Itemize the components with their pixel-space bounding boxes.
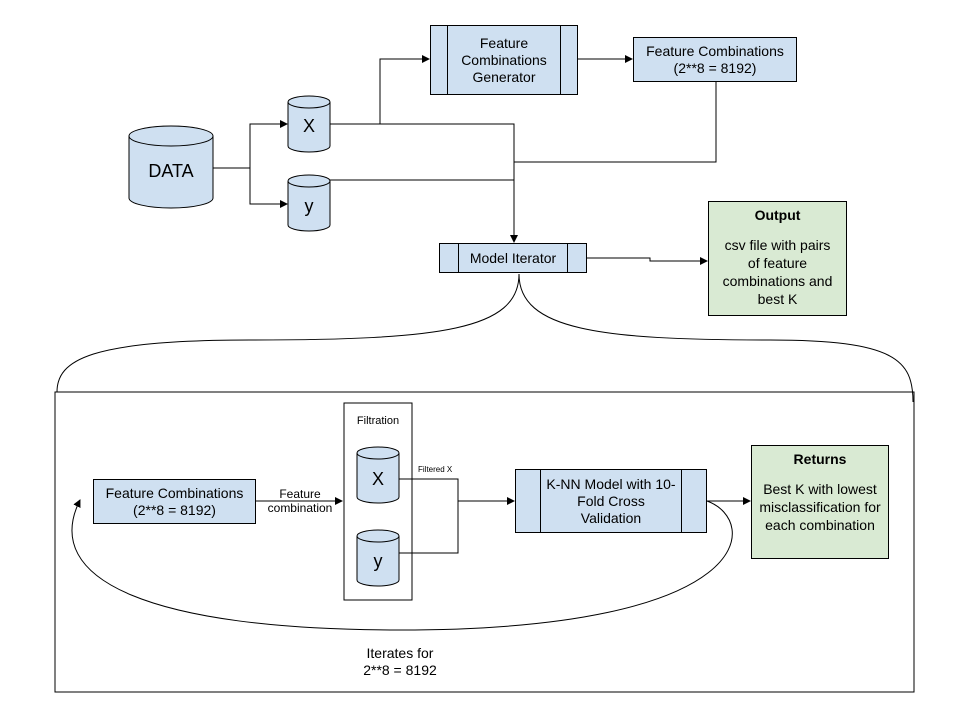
x-label: X	[302, 116, 315, 136]
x-cylinder	[287, 95, 331, 153]
knn-model: K-NN Model with 10-Fold Cross Validation	[515, 469, 707, 533]
returns-title: Returns	[793, 451, 847, 467]
y-cylinder	[287, 174, 331, 232]
edge-data-to-x	[213, 120, 288, 169]
edges-loop	[71, 478, 751, 631]
filtration-title: Filtration	[356, 415, 400, 427]
output-box: Output csv file with pairs of feature co…	[708, 201, 847, 316]
knn-model-label: K-NN Model with 10-Fold Cross Validation	[546, 475, 676, 526]
edge-model-to-output	[587, 257, 708, 265]
feature-combinations-generator: Feature Combinations Generator	[430, 25, 578, 95]
feature-combination-edge-label: Feature combination	[258, 487, 342, 515]
edge-label-line1: Feature	[279, 487, 321, 501]
returns-box: Returns Best K with lowest misclassifica…	[751, 445, 889, 559]
loop-y-label: y	[373, 551, 383, 571]
returns-body: Best K with lowest misclassification for…	[759, 481, 881, 533]
edge-y-to-knn	[399, 501, 459, 554]
model-iterator: Model Iterator	[439, 243, 587, 273]
zoom-brace	[56, 273, 914, 403]
model-iterator-label: Model Iterator	[469, 249, 557, 266]
iterate-loop-arc	[71, 499, 733, 631]
edge-x-to-model	[380, 123, 518, 243]
loop-combinations-line1: Feature Combinations	[105, 484, 244, 501]
combinations-top-line2: (2**8 = 8192)	[673, 59, 757, 76]
edge-combinations-to-model	[514, 82, 717, 163]
iterates-line1: Iterates for	[366, 645, 434, 661]
edge-x-to-generator	[330, 55, 430, 125]
data-cylinder	[128, 125, 214, 209]
iterates-label: Iterates for 2**8 = 8192	[330, 645, 470, 679]
loop-box	[54, 391, 915, 693]
edge-label-line2: combination	[267, 501, 333, 515]
edges-top	[213, 55, 717, 265]
loop-y-cylinder	[356, 529, 400, 587]
loop-x-cylinder	[356, 446, 400, 504]
output-body: csv file with pairs of feature combinati…	[722, 237, 833, 307]
generator-label: Feature Combinations Generator	[461, 34, 547, 85]
edge-data-to-y	[249, 168, 288, 208]
loop-combinations-line2: (2**8 = 8192)	[133, 501, 216, 518]
edge-filteredx-to-knn	[399, 478, 515, 505]
data-label: DATA	[148, 161, 194, 181]
y-label: y	[304, 196, 314, 216]
output-title: Output	[754, 207, 801, 223]
feature-combinations-top: Feature Combinations (2**8 = 8192)	[633, 37, 797, 82]
loop-x-label: X	[371, 469, 384, 489]
loop-feature-combinations: Feature Combinations (2**8 = 8192)	[93, 479, 256, 524]
filtered-x-label: Filtered X	[418, 465, 453, 474]
iterates-line2: 2**8 = 8192	[363, 662, 437, 678]
combinations-top-line1: Feature Combinations	[646, 42, 784, 59]
